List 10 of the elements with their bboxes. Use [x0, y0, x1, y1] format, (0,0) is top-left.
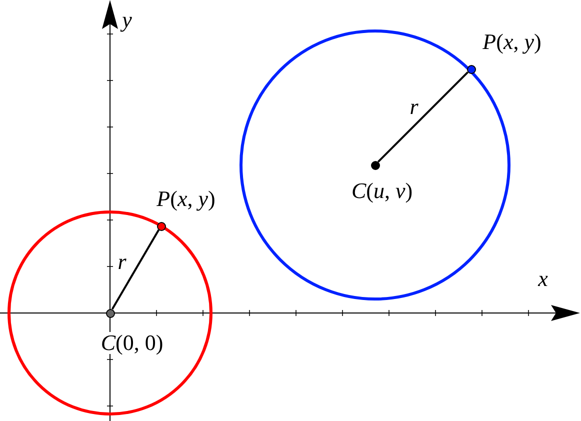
axis-label: y — [121, 9, 133, 31]
radius-line — [111, 229, 160, 310]
point-dot — [466, 64, 476, 74]
radius-line — [377, 71, 469, 163]
point-dot — [106, 308, 114, 318]
point-label: P(x, y) — [480, 31, 544, 53]
point-label: P(x, y) — [154, 188, 218, 210]
point-dot — [156, 222, 166, 230]
axis-label: x — [537, 268, 549, 290]
point-dot — [370, 160, 380, 170]
